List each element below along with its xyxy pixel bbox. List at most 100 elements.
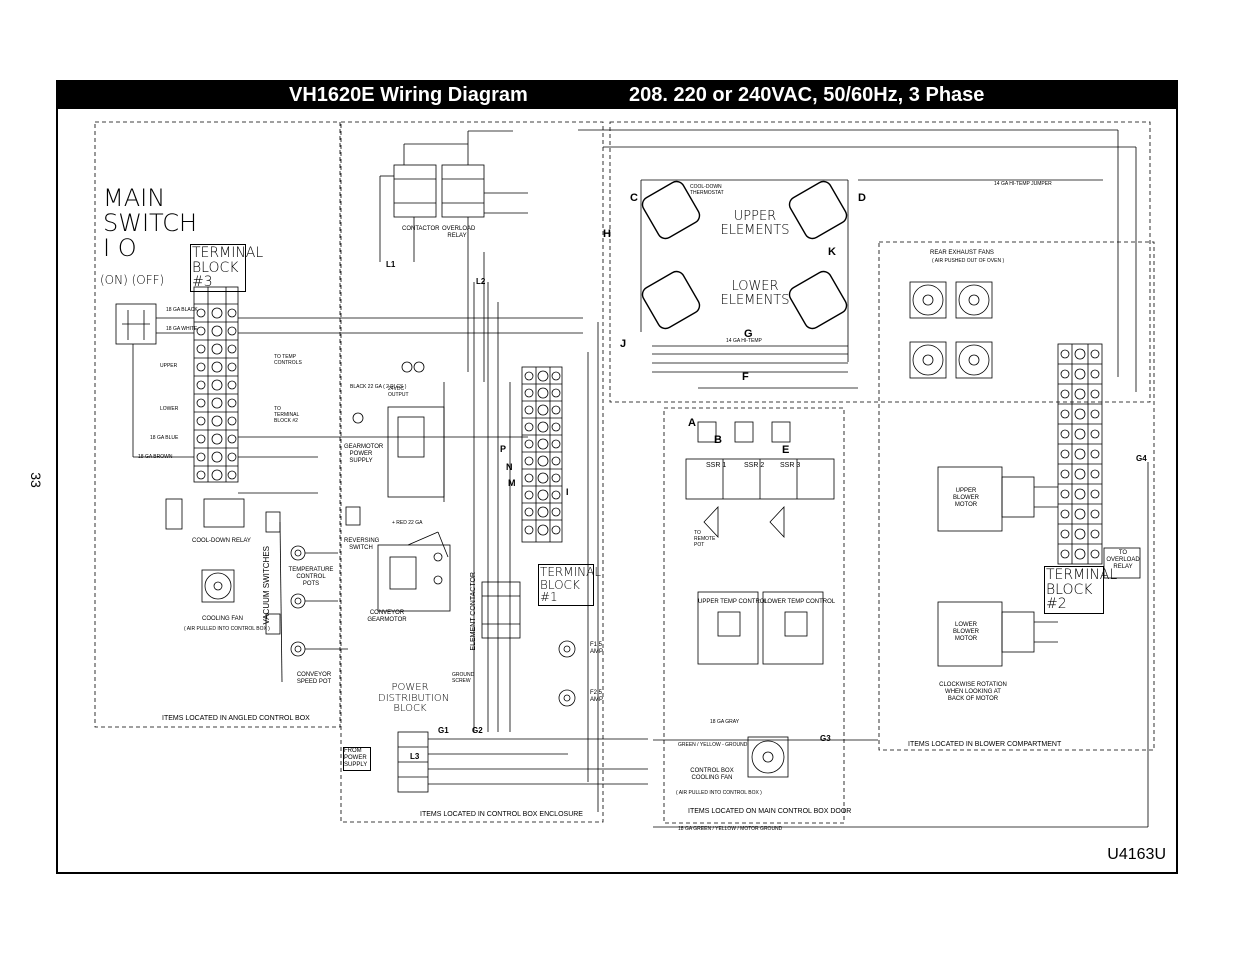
ground-screw-label: GROUND SCREW: [452, 672, 475, 684]
terminal-block-2: [1057, 343, 1103, 565]
cool-down-thermostat-label: COOL-DOWN THERMOSTAT: [690, 184, 724, 196]
connection-c-upper: C: [630, 192, 638, 204]
connection-k: K: [828, 246, 836, 258]
lower-temp-control-label: LOWER TEMP CONTROL: [764, 599, 836, 605]
connection-l1: L1: [386, 260, 396, 269]
terminal-block-3: [193, 286, 239, 483]
power-distribution-block-label: POWER DISTRIBUTION BLOCK: [378, 682, 450, 714]
temp-control-pots-label: TEMPERATURE CONTROL POTS: [288, 567, 334, 588]
connection-g: G: [744, 328, 753, 340]
dc24-output-label: 24VDC OUTPUT: [388, 386, 409, 398]
connection-g1: G1: [438, 726, 449, 735]
wire-label-green-ground: 18 GA GREEN / YELLOW / MOTOR GROUND: [678, 826, 783, 832]
connection-g2: G2: [472, 726, 483, 735]
gearmotor-power-supply-label: GEARMOTOR POWER SUPPLY: [344, 444, 384, 465]
conveyor-speed-pot-label: CONVEYOR SPEED POT: [296, 672, 332, 686]
main-door-outline: [663, 407, 845, 824]
rear-exhaust-note: ( AIR PUSHED OUT OF OVEN ): [932, 258, 1005, 264]
connection-n: N: [506, 462, 513, 472]
connection-d-upper: D: [858, 192, 866, 204]
terminal-block-3-label: TERMINAL BLOCK #3: [190, 244, 264, 293]
angled-control-box-outline: [94, 121, 341, 728]
blower-caption: ITEMS LOCATED IN BLOWER COMPARTMENT: [908, 741, 1062, 748]
oven-outline: [609, 121, 1151, 403]
cool-down-relay-body: [203, 498, 245, 528]
wire-label-hitemp: 14 GA HI-TEMP: [726, 338, 762, 344]
cooling-fan-body: [201, 569, 235, 603]
contactor-label: CONTACTOR: [402, 226, 440, 232]
to-temp-controls-label: TO TEMP CONTROLS: [274, 354, 302, 366]
diagram-frame: VH1620E Wiring Diagram 208. 220 or 240VA…: [56, 80, 1178, 874]
to-overload-relay-label: TO OVERLOAD RELAY: [1106, 550, 1140, 571]
element-contactor-body: [481, 581, 521, 639]
connection-e: E: [782, 444, 790, 456]
wire-label-black-22: BLACK 22 GA ( 2 PLCS ): [350, 384, 407, 390]
vacuum-switches-label: VACUUM SWITCHES: [262, 546, 271, 625]
connection-p: P: [500, 444, 507, 454]
upper-temp-control-label: UPPER TEMP CONTROL: [698, 599, 768, 605]
conveyor-gearmotor-label: CONVEYOR GEARMOTOR: [367, 610, 407, 624]
wire-label-hitemp-jumper: 14 GA HI-TEMP JUMPER: [994, 181, 1052, 187]
ssr3-label: SSR 3: [780, 462, 801, 469]
overload-relay-label: OVERLOAD RELAY: [442, 226, 476, 240]
connection-l2: L2: [476, 277, 486, 286]
cooling-fan-note: ( AIR PULLED INTO CONTROL BOX ): [184, 626, 270, 632]
angled-box-caption: ITEMS LOCATED IN ANGLED CONTROL BOX: [162, 715, 310, 722]
terminal-block-1-label: TERMINAL BLOCK #1: [538, 564, 602, 606]
cool-down-relay-label: COOL-DOWN RELAY: [192, 538, 251, 544]
clockwise-note: CLOCKWISE ROTATION WHEN LOOKING AT BACK …: [939, 682, 1007, 703]
control-box-fan-note: ( AIR PULLED INTO CONTROL BOX ): [676, 790, 762, 796]
wire-label-black: 18 GA BLACK: [166, 307, 198, 313]
cooling-fan-label: COOLING FAN: [202, 616, 244, 622]
connection-j: J: [620, 338, 627, 350]
reversing-switch-label: REVERSING SWITCH: [344, 538, 380, 552]
lower-elements-label: LOWER ELEMENTS: [720, 279, 790, 308]
connection-m: M: [508, 478, 516, 488]
element-contactor-label: ELEMENT CONTACTOR: [470, 572, 477, 651]
control-box-fan-label: CONTROL BOX COOLING FAN: [690, 768, 734, 782]
title-bar: VH1620E Wiring Diagram 208. 220 or 240VA…: [58, 82, 1176, 109]
ssr2-label: SSR 2: [744, 462, 765, 469]
to-terminal-block-2-label: TO TERMINAL BLOCK #2: [274, 406, 300, 424]
connection-b: B: [714, 434, 722, 446]
blower-compartment-outline: [878, 241, 1155, 751]
drawing-number: U4163U: [1107, 846, 1166, 863]
connection-g4: G4: [1136, 454, 1147, 463]
wire-label-brown: 18 GA BROWN: [138, 454, 173, 460]
fuse1-label: F1 5 AMP: [590, 642, 604, 656]
from-power-supply-label: FROM POWER SUPPLY: [343, 747, 371, 771]
exhaust-fans: [909, 281, 993, 379]
ssr1-label: SSR 1: [706, 462, 727, 469]
connection-l3: L3: [410, 752, 420, 761]
lower-blower-label: LOWER BLOWER MOTOR: [952, 622, 979, 643]
plus-red-22-label: + RED 22 GA: [392, 520, 423, 526]
control-box-enclosure-outline: [340, 121, 604, 823]
main-switch-label: MAIN SWITCH I O: [103, 184, 198, 263]
connection-g3: G3: [820, 734, 831, 743]
reversing-switch-body: [345, 506, 361, 526]
conveyor-gearmotor-body: [377, 544, 451, 612]
terminal-block-2-label: TERMINAL BLOCK #2: [1044, 566, 1118, 615]
wire-label-blue: 18 GA BLUE: [150, 435, 179, 441]
upper-switch-label: UPPER: [160, 363, 178, 369]
overload-relay-body: [441, 164, 485, 218]
door-caption: ITEMS LOCATED ON MAIN CONTROL BOX DOOR: [688, 808, 852, 815]
diagram-title: VH1620E Wiring Diagram: [289, 84, 528, 106]
connection-a: A: [688, 417, 696, 429]
page-number: 33: [28, 472, 44, 488]
connection-f: F: [742, 371, 749, 383]
control-box-caption: ITEMS LOCATED IN CONTROL BOX ENCLOSURE: [420, 811, 583, 818]
upper-temp-control-body: [697, 591, 759, 665]
terminal-block-1: [521, 366, 563, 543]
diagram-subtitle: 208. 220 or 240VAC, 50/60Hz, 3 Phase: [629, 84, 985, 106]
wiring-schematic: [94, 121, 1155, 828]
control-box-fan-body: [747, 736, 789, 778]
upper-blower-label: UPPER BLOWER MOTOR: [952, 488, 979, 509]
upper-elements-label: UPPER ELEMENTS: [720, 209, 790, 238]
connection-i: I: [566, 487, 569, 497]
heating-elements: [641, 180, 848, 330]
main-switch-body: [115, 303, 157, 345]
fuse2-label: F2 5 AMP: [590, 690, 604, 704]
wire-label-gray: 18 GA GRAY: [710, 719, 740, 725]
contactor-body: [393, 164, 437, 218]
